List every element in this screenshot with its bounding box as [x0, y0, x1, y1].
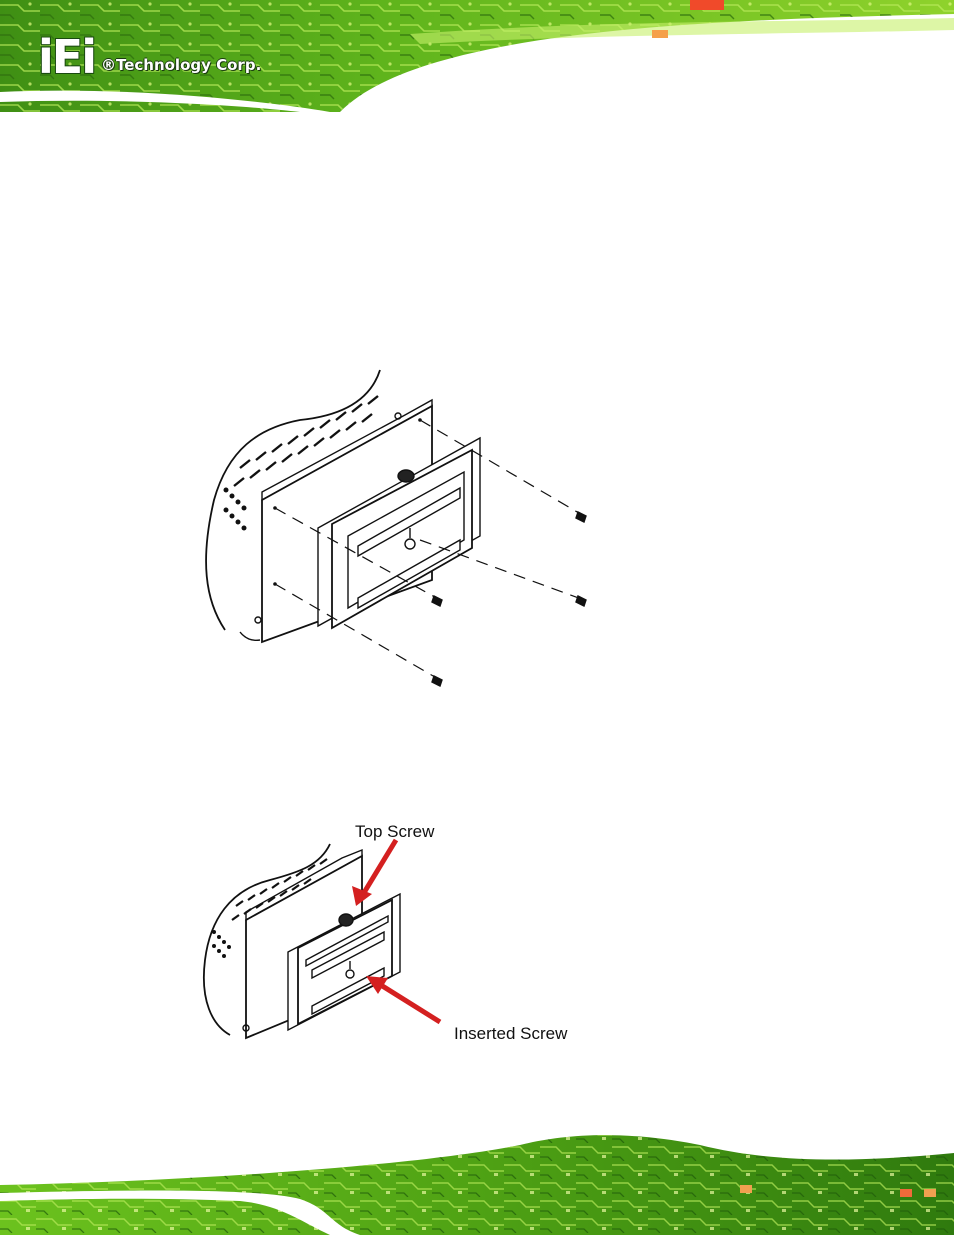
circuit-board-footer: [0, 1125, 954, 1235]
bracket-exploded-diagram: [0, 360, 954, 700]
logo-mark: iEi: [38, 34, 95, 80]
company-logo: iEi ®Technology Corp.: [38, 30, 261, 80]
inserted-screw-label: Inserted Screw: [454, 1024, 567, 1044]
top-screw-label: Top Screw: [355, 822, 434, 842]
footer-banner: [0, 1125, 954, 1235]
header-banner: iEi ®Technology Corp.: [0, 0, 954, 112]
bracket-installed-diagram: Top Screw Inserted Screw: [0, 810, 954, 1070]
company-name: ®Technology Corp.: [101, 56, 261, 74]
